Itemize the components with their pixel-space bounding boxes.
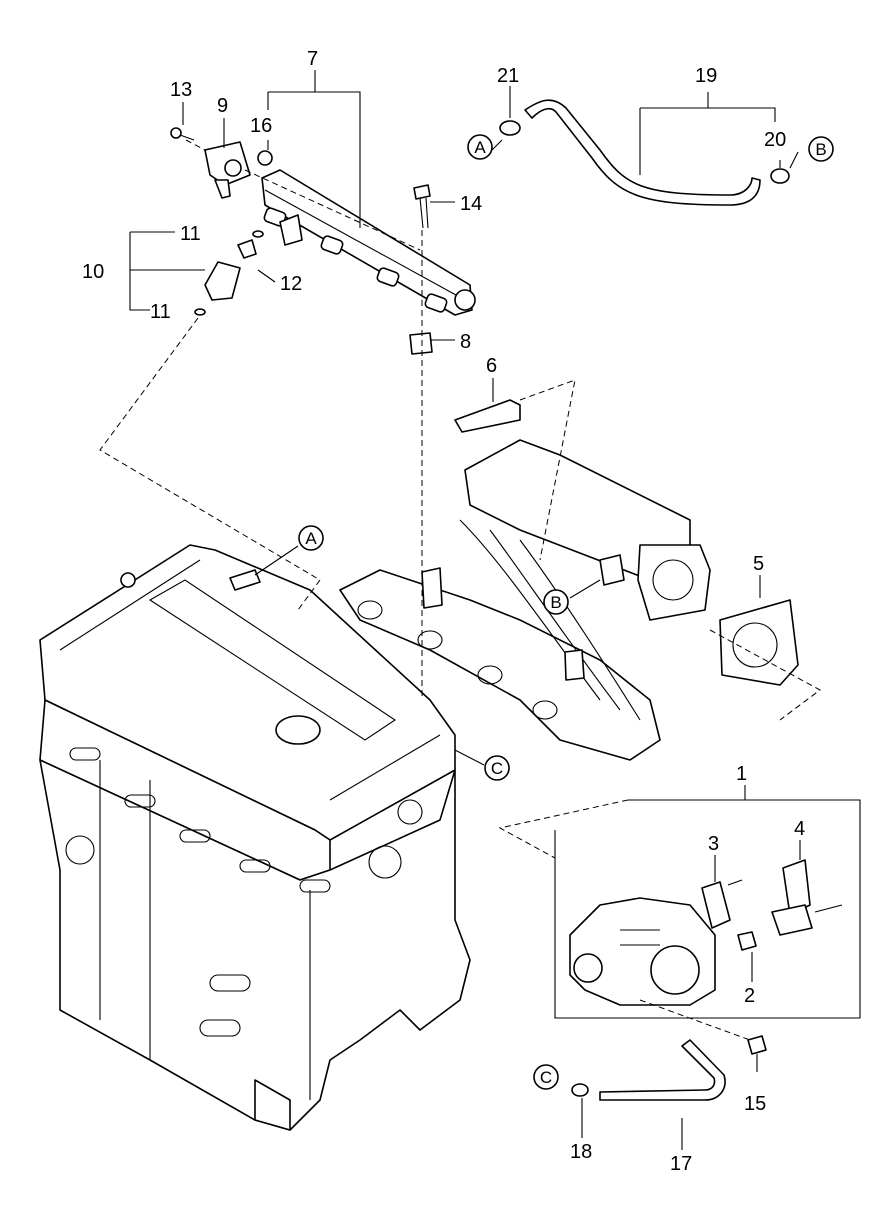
tb-gasket-guide-line <box>709 629 821 721</box>
nut-guide-line <box>639 999 751 1041</box>
throttle-nut <box>747 1035 767 1055</box>
tb-gasket <box>737 931 757 951</box>
ref-b-manifold: B <box>550 593 561 612</box>
water-hose <box>599 1039 726 1101</box>
callout-labels: 1 2 3 4 5 6 7 8 9 10 11 11 12 13 14 15 1… <box>82 48 805 1175</box>
callout-15: 15 <box>744 1093 766 1115</box>
gasket-guide-line <box>519 379 576 561</box>
callout-17: 17 <box>670 1153 692 1175</box>
fuel-rail-bolt <box>413 184 431 229</box>
callout-12: 12 <box>280 273 302 295</box>
throttle-position-sensor <box>701 879 743 929</box>
tb-box-guide-line <box>498 799 629 859</box>
callout-20: 20 <box>764 129 786 151</box>
hose-clamp-21 <box>499 120 521 136</box>
callout-5: 5 <box>753 553 764 575</box>
throttle-body-gasket <box>719 599 799 686</box>
injector-clip <box>237 239 257 259</box>
water-hose-clamp <box>571 1083 589 1097</box>
intake-manifold <box>339 439 711 761</box>
o-ring-upper <box>252 230 264 238</box>
regulator-guide-line <box>185 139 421 251</box>
regulator-bolt <box>170 127 195 141</box>
callout-10: 10 <box>82 261 104 283</box>
ref-b-manifold-circle <box>543 589 569 615</box>
ref-b-hose-circle <box>808 136 834 162</box>
callout-2: 2 <box>744 985 755 1007</box>
ref-a-engine: A <box>305 529 317 548</box>
idle-air-control-valve <box>771 859 843 936</box>
injector-guide-line <box>99 317 321 611</box>
ref-a-hose: A <box>474 138 486 157</box>
ref-c-hose-circle <box>533 1064 559 1090</box>
callout-7: 7 <box>307 48 318 70</box>
fuel-injector <box>204 261 241 301</box>
callout-16: 16 <box>250 115 272 137</box>
leader-lines <box>129 70 801 1150</box>
callout-11-upper: 11 <box>180 223 201 245</box>
ref-a-hose-circle <box>467 134 493 160</box>
fuel-rail <box>261 169 476 316</box>
throttle-body-box <box>554 799 861 1019</box>
engine-block <box>39 544 471 1131</box>
reference-markers: A B A B C C <box>298 134 834 1090</box>
ref-a-engine-circle <box>298 525 324 551</box>
callout-13: 13 <box>170 79 192 101</box>
callout-8: 8 <box>460 331 471 353</box>
rail-cap <box>257 150 273 166</box>
ref-c-engine: C <box>491 759 503 778</box>
callout-3: 3 <box>708 833 719 855</box>
vacuum-hose <box>524 99 761 206</box>
callout-14: 14 <box>460 193 482 215</box>
o-ring-lower <box>194 308 206 316</box>
ref-c-engine-circle <box>484 755 510 781</box>
callout-4: 4 <box>794 818 805 840</box>
rail-insulator <box>409 332 433 355</box>
injector-gasket <box>454 399 521 433</box>
callout-18: 18 <box>570 1141 592 1163</box>
callout-9: 9 <box>217 95 228 117</box>
ref-b-hose: B <box>815 140 826 159</box>
hose-clamp-20 <box>770 168 790 184</box>
pressure-regulator <box>204 141 251 199</box>
callout-1: 1 <box>736 763 747 785</box>
callout-11-lower: 11 <box>150 301 171 323</box>
ref-c-hose: C <box>540 1068 552 1087</box>
callout-6: 6 <box>486 355 497 377</box>
callout-19: 19 <box>695 65 717 87</box>
callout-21: 21 <box>497 65 519 87</box>
throttle-body <box>569 897 716 1006</box>
